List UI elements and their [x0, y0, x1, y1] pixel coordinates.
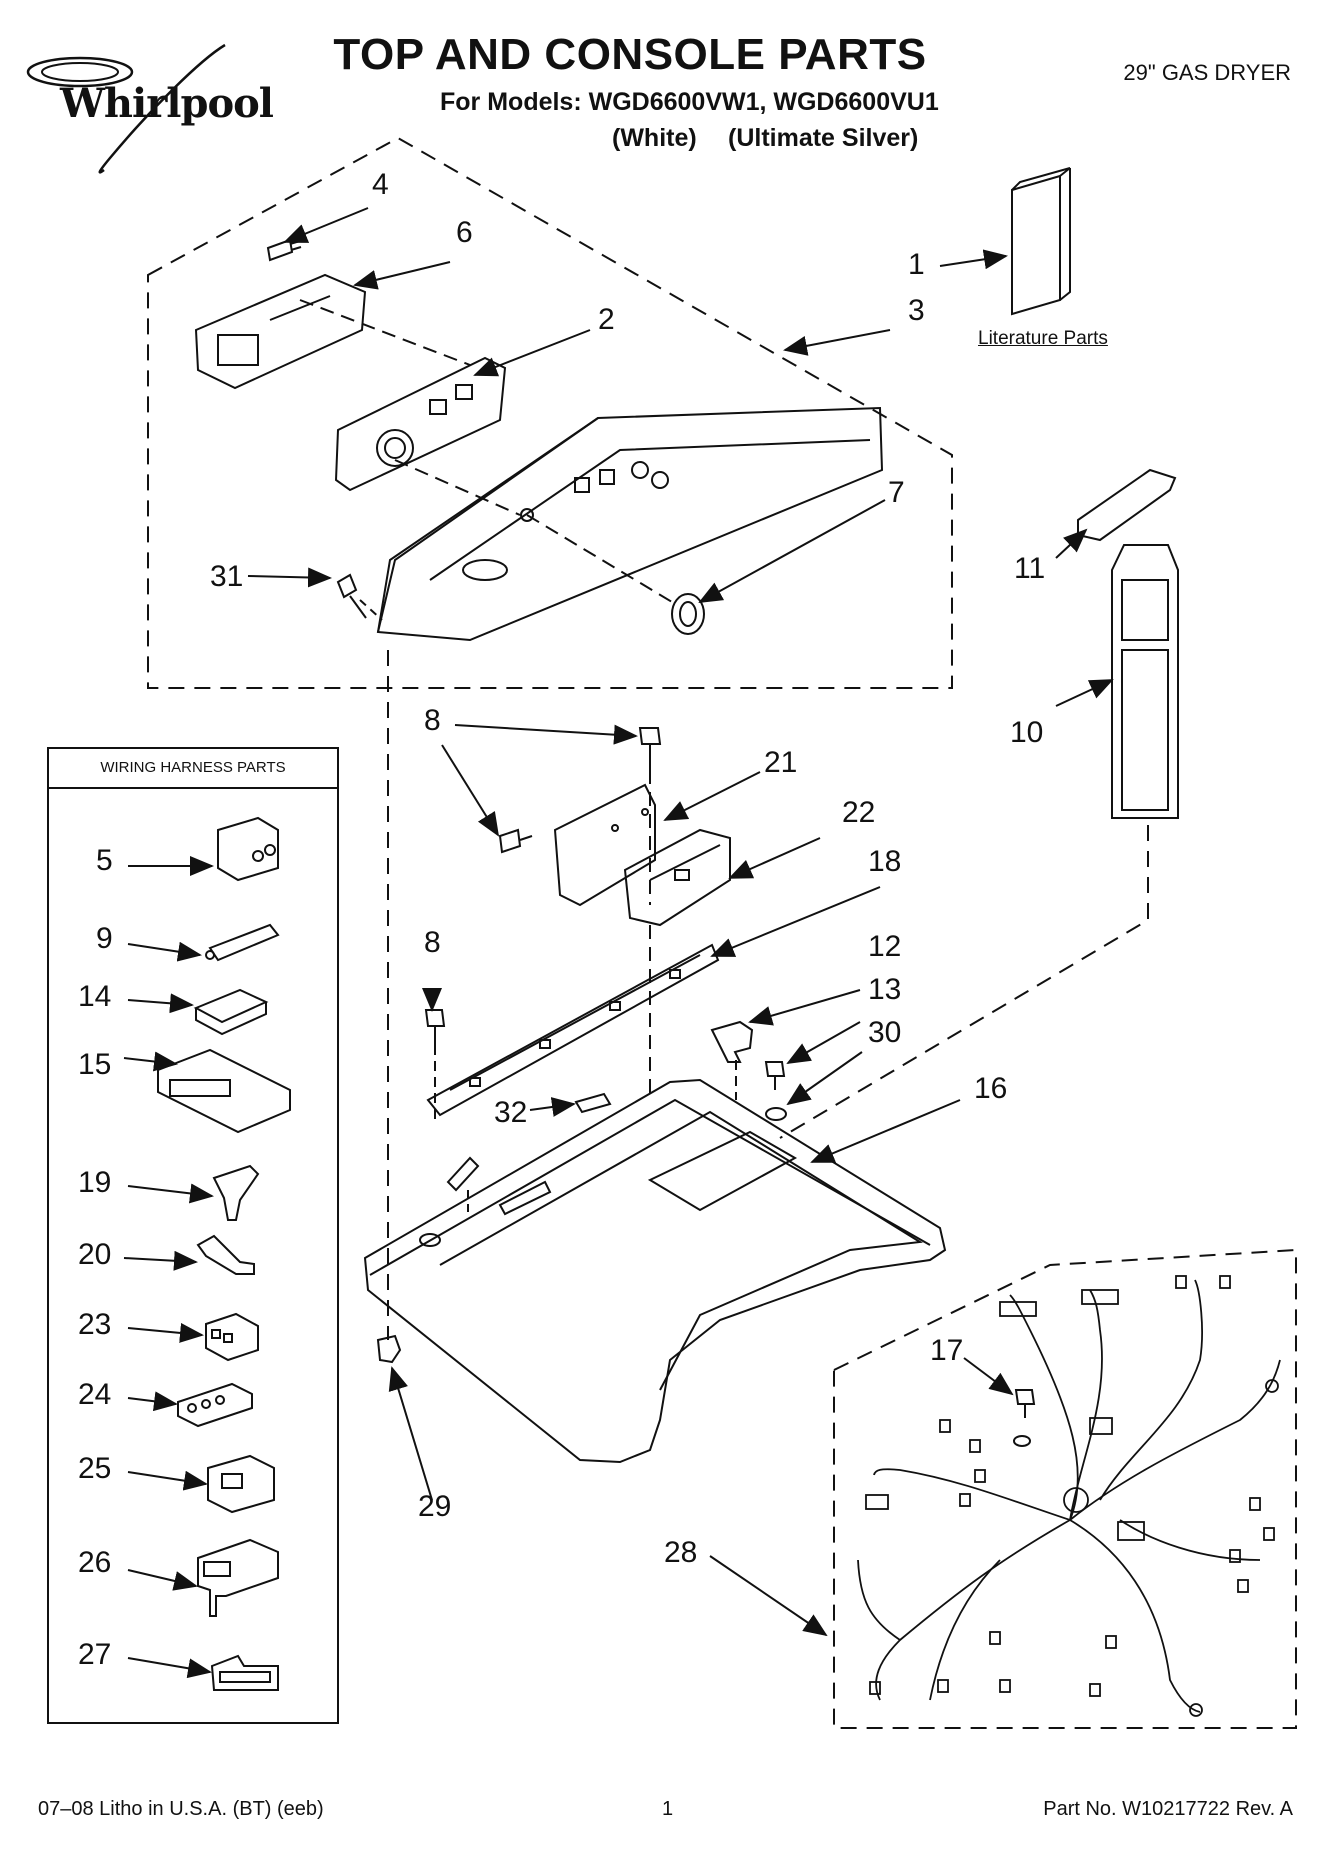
- wiring-harness-title: WIRING HARNESS PARTS: [100, 759, 286, 776]
- callout-32: 32: [494, 1096, 528, 1129]
- connector-23-icon: [205, 1312, 259, 1362]
- clip-icon: [710, 1020, 754, 1063]
- callout-8b: 8: [424, 926, 441, 959]
- knob-icon: [671, 593, 705, 635]
- callout-15: 15: [78, 1048, 112, 1081]
- screw-icon: [424, 1009, 446, 1045]
- wiring-harness-box: [47, 747, 339, 1724]
- callout-13: 13: [868, 973, 902, 1006]
- connector-25-icon: [207, 1454, 275, 1514]
- callout-24: 24: [78, 1378, 112, 1411]
- wiring-harness-icon: [857, 1275, 1281, 1717]
- lint-screen-icon: [1111, 544, 1179, 819]
- screw-icon: [498, 828, 533, 854]
- page-title: TOP AND CONSOLE PARTS: [333, 30, 927, 79]
- callout-10: 10: [1010, 716, 1044, 749]
- callout-29: 29: [418, 1490, 452, 1523]
- lint-cover-icon: [1077, 468, 1177, 542]
- callout-30: 30: [868, 1016, 902, 1049]
- product-type: 29" GAS DRYER: [1123, 60, 1291, 85]
- callout-11: 11: [1014, 552, 1046, 585]
- literature-book-icon: [1011, 167, 1071, 316]
- harness-group-outline: [833, 1248, 1297, 1729]
- callout-23: 23: [78, 1308, 112, 1341]
- callout-6: 6: [456, 216, 473, 249]
- connector-15-icon: [157, 1048, 291, 1134]
- callout-27: 27: [78, 1638, 112, 1671]
- whirlpool-logo-swirl: [26, 43, 226, 174]
- models-line: For Models: WGD6600VW1, WGD6600VU1: [440, 88, 939, 116]
- screw-icon: [266, 238, 302, 262]
- callout-2: 2: [598, 303, 615, 336]
- callout-8a: 8: [424, 704, 441, 737]
- dryer-top-icon: [363, 1078, 947, 1464]
- connector-14-icon: [193, 988, 269, 1036]
- connector-24-icon: [177, 1382, 253, 1428]
- page-number: 1: [662, 1798, 674, 1820]
- connector-19-icon: [212, 1164, 260, 1221]
- callout-3: 3: [908, 294, 925, 327]
- mount-bracket-icon: [553, 783, 656, 907]
- callout-16: 16: [974, 1072, 1008, 1105]
- callout-18: 18: [868, 845, 902, 878]
- callout-22: 22: [842, 796, 876, 829]
- callout-21: 21: [764, 746, 798, 779]
- callout-17: 17: [930, 1334, 964, 1367]
- terminal-9-icon: [205, 923, 280, 962]
- part-number: Part No. W10217722 Rev. A: [1043, 1798, 1293, 1820]
- callout-9: 9: [96, 922, 113, 955]
- literature-parts-label: Literature Parts: [978, 328, 1108, 349]
- screw-icon: [1014, 1389, 1036, 1418]
- callout-19: 19: [78, 1166, 112, 1199]
- brand-logo: Whirlpool: [60, 80, 274, 127]
- callout-26: 26: [78, 1546, 112, 1579]
- screw-icon: [336, 573, 367, 619]
- washer-icon: [765, 1107, 787, 1121]
- screw-icon: [764, 1061, 786, 1090]
- foot-icon: [376, 1334, 402, 1364]
- footer-litho: 07–08 Litho in U.S.A. (BT) (eeb): [38, 1798, 324, 1820]
- callout-20: 20: [78, 1238, 112, 1271]
- variant-white: (White): [612, 124, 697, 152]
- connector-27-icon: [210, 1654, 279, 1691]
- connector-26-icon: [197, 1538, 279, 1617]
- rail-icon: [426, 943, 720, 1117]
- callout-12: 12: [868, 930, 902, 963]
- callout-5: 5: [96, 844, 113, 877]
- screw-icon: [638, 727, 662, 770]
- terminal-20-icon: [196, 1234, 255, 1275]
- console-bracket-icon: [194, 273, 367, 390]
- callout-31: 31: [210, 560, 244, 593]
- callout-28: 28: [664, 1536, 698, 1569]
- callout-25: 25: [78, 1452, 112, 1485]
- console-panel-icon: [376, 406, 884, 642]
- electronic-module-icon: [623, 828, 731, 927]
- pad-icon: [446, 1156, 480, 1192]
- variant-silver: (Ultimate Silver): [728, 124, 919, 152]
- washer-icon: [1013, 1435, 1031, 1447]
- pad-icon: [574, 1092, 612, 1114]
- callout-14: 14: [78, 980, 112, 1013]
- console-group-outline: [147, 136, 953, 689]
- callout-7: 7: [888, 476, 905, 509]
- callout-4: 4: [372, 168, 389, 201]
- callout-1: 1: [908, 248, 925, 281]
- connector-5-icon: [217, 816, 279, 882]
